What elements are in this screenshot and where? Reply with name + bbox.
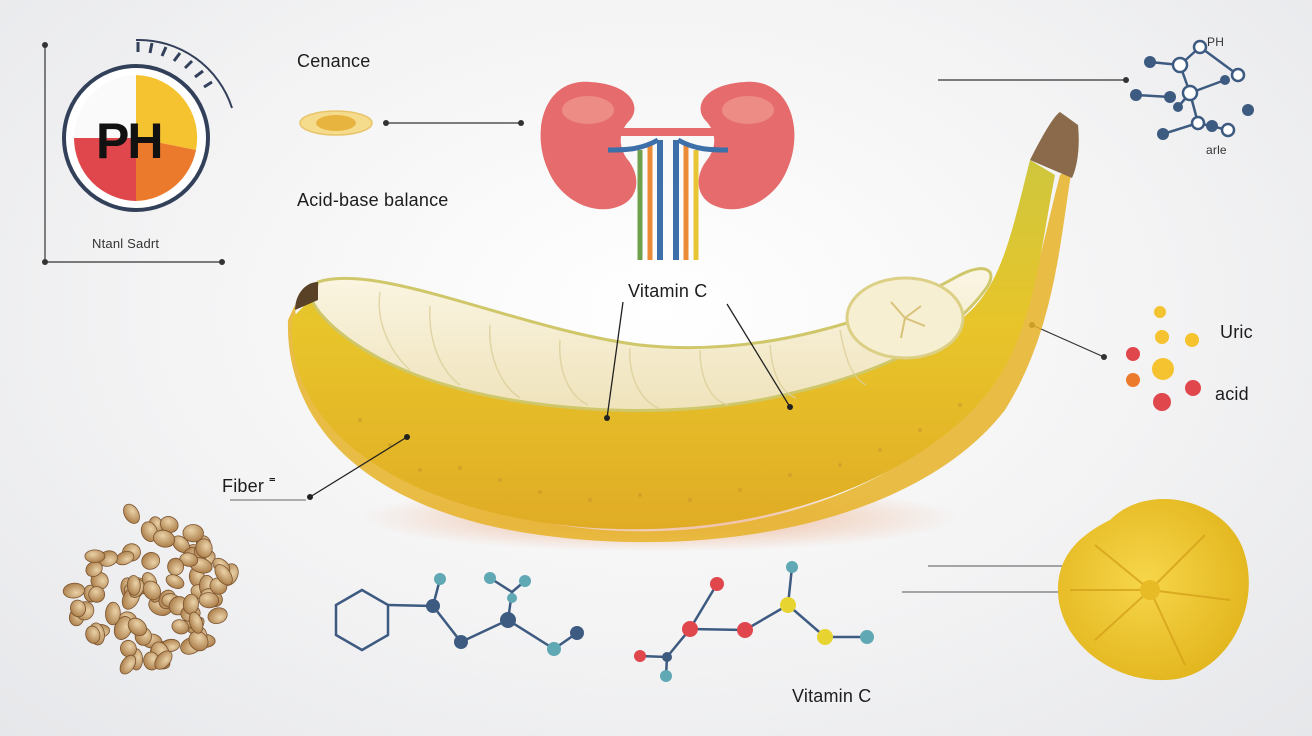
molecule-caption-label: arle <box>1206 143 1227 157</box>
uric-acid-dots-icon <box>1029 306 1201 411</box>
nut <box>167 557 185 576</box>
vitamin-c-top-label: Vitamin C <box>628 281 708 301</box>
ph-gauge-icon <box>42 38 233 265</box>
nut <box>165 574 185 589</box>
vitamin-c-bottom-label: Vitamin C <box>792 686 872 706</box>
nut <box>195 538 213 558</box>
kidney-icon <box>540 81 795 260</box>
molecule-top-label: PH <box>1207 35 1225 49</box>
nut <box>126 575 141 596</box>
nut <box>214 564 233 586</box>
fiber-label: Fiber ˭ <box>222 476 276 496</box>
nut <box>119 654 137 675</box>
nut <box>188 611 204 634</box>
nut <box>142 580 161 601</box>
nut <box>105 601 121 626</box>
nuts-icon <box>62 503 239 675</box>
molecule-icon <box>334 572 584 656</box>
nut <box>188 630 209 652</box>
nut <box>207 607 228 625</box>
cenance-label: Cenance <box>297 51 371 71</box>
nut <box>85 561 103 577</box>
banana-icon <box>230 112 1079 552</box>
molecule-icon <box>938 39 1254 140</box>
acid-label: acid <box>1215 384 1249 404</box>
nut <box>127 617 148 637</box>
molecule-icon <box>634 561 874 682</box>
nut <box>84 549 106 563</box>
nut <box>141 552 161 570</box>
nut <box>153 529 176 548</box>
acid-base-label: Acid-base balance <box>297 190 449 210</box>
nut <box>85 625 101 644</box>
nut <box>179 552 199 567</box>
seed-icon <box>299 110 524 136</box>
ph-label: PH <box>96 113 163 169</box>
nut <box>198 592 220 609</box>
ph-caption: Ntanl Sadrt <box>92 236 160 251</box>
nut <box>70 599 86 618</box>
pineapple-icon <box>902 498 1249 681</box>
uric-label: Uric <box>1220 322 1253 342</box>
nut <box>154 650 173 670</box>
nut <box>123 503 140 524</box>
nut <box>88 586 106 603</box>
nut <box>171 619 190 635</box>
nut <box>182 524 204 543</box>
nut <box>62 582 85 599</box>
